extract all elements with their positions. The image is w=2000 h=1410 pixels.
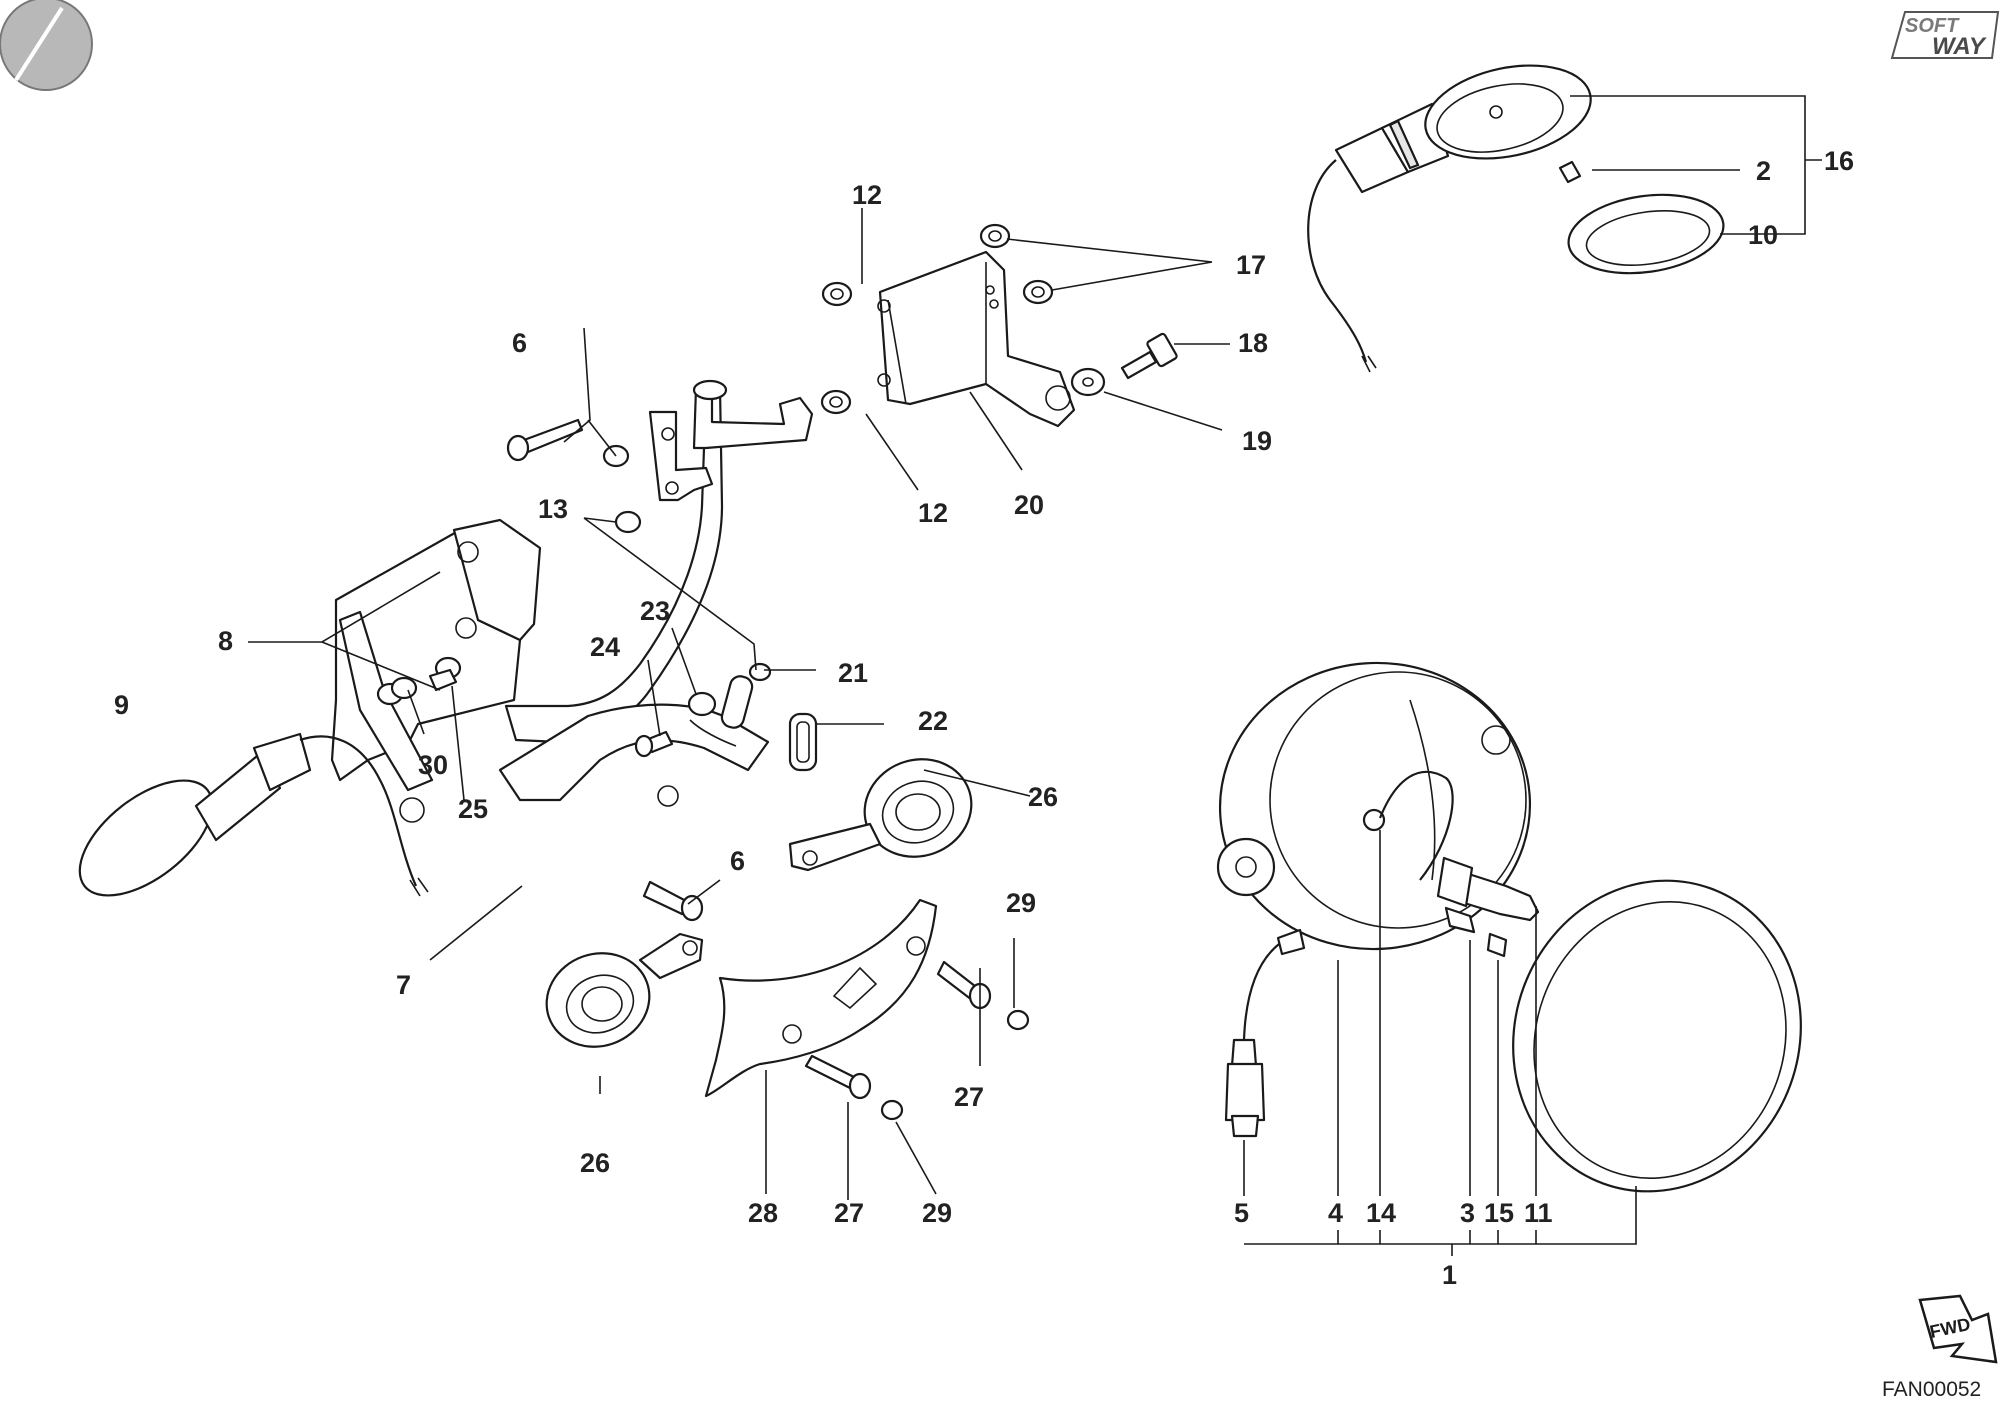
headlight-body-4 <box>1216 661 1532 951</box>
wiring-connector-5 <box>1224 928 1306 1138</box>
washer-19 <box>1070 367 1106 397</box>
callout-27-left: 27 <box>834 1198 864 1228</box>
callout-16: 16 <box>1824 146 1854 176</box>
callout-14: 14 <box>1366 1198 1396 1228</box>
callout-6-upper: 6 <box>512 328 527 358</box>
nut-29-right <box>1006 1009 1030 1031</box>
leaders-center <box>248 327 1031 1200</box>
cover-28 <box>704 898 938 1098</box>
leaders-upper-bracket <box>861 208 1230 491</box>
bolt-6-upper <box>506 418 584 462</box>
bulb-11 <box>1436 856 1540 922</box>
callout-18: 18 <box>1238 328 1268 358</box>
callout-2: 2 <box>1756 156 1771 186</box>
grommet-12-lower <box>820 389 852 415</box>
fwd-arrow-icon <box>1918 1294 1998 1364</box>
svg-text:SOFT: SOFT <box>1905 15 1960 37</box>
callout-25: 25 <box>458 794 488 824</box>
callout-15: 15 <box>1484 1198 1514 1228</box>
callout-30: 30 <box>418 750 448 780</box>
callout-29-right: 29 <box>1006 888 1036 918</box>
screw-27-right <box>936 960 992 1010</box>
bulb-2 <box>1558 160 1582 184</box>
bulb-15 <box>1486 932 1508 958</box>
callout-21: 21 <box>838 658 868 688</box>
screw-27-left <box>804 1054 872 1100</box>
horn-26-left <box>545 932 704 1048</box>
horn-26-right <box>788 758 973 872</box>
callout-5: 5 <box>1234 1198 1249 1228</box>
leaders-headlight <box>1243 830 1637 1256</box>
bracket-20 <box>877 250 1076 428</box>
svg-text:WAY: WAY <box>1932 33 1987 60</box>
callout-7: 7 <box>396 970 411 1000</box>
washer-30 <box>376 676 418 706</box>
callout-12-upper: 12 <box>852 180 882 210</box>
callout-10: 10 <box>1748 220 1778 250</box>
lens-10 <box>1567 193 1725 275</box>
headlight-stay-7 <box>498 379 814 807</box>
headlight-lens-glass <box>1512 879 1802 1193</box>
grommet-17-b <box>1022 279 1054 305</box>
drawing-code: FAN00052 <box>1882 1378 1981 1401</box>
callout-23: 23 <box>640 596 670 626</box>
bolt-24 <box>634 730 674 758</box>
corner-disc-icon <box>0 0 93 91</box>
turn-signal-assembly-right <box>1307 64 1592 373</box>
callout-4: 4 <box>1328 1198 1343 1228</box>
brand-logo: SOFT WAY <box>1890 11 2000 60</box>
grommet-17-a <box>979 223 1011 249</box>
callout-13: 13 <box>538 494 568 524</box>
bolt-25 <box>428 656 462 692</box>
turn-signal-assembly-left <box>78 732 429 897</box>
callout-28: 28 <box>748 1198 778 1228</box>
bolt-6-lower <box>642 880 704 922</box>
callout-19: 19 <box>1242 426 1272 456</box>
callout-27-right: 27 <box>954 1082 984 1112</box>
callout-3: 3 <box>1460 1198 1475 1228</box>
callout-24: 24 <box>590 632 620 662</box>
callout-6-lower: 6 <box>730 846 745 876</box>
grommet-13-b <box>614 510 642 534</box>
nut-23 <box>687 691 717 717</box>
callout-12-lower: 12 <box>918 498 948 528</box>
callout-26-right: 26 <box>1028 782 1058 812</box>
callout-8: 8 <box>218 626 233 656</box>
callout-9: 9 <box>114 690 129 720</box>
grommet-12-upper <box>821 281 853 307</box>
callout-22: 22 <box>918 706 948 736</box>
callout-17: 17 <box>1236 250 1266 280</box>
clip-22 <box>788 712 818 772</box>
nut-29-left <box>880 1099 904 1121</box>
callout-29-left: 29 <box>922 1198 952 1228</box>
leader-16 <box>1570 95 1822 235</box>
socket-3 <box>1444 906 1476 934</box>
clip-21 <box>720 662 772 729</box>
callout-11: 11 <box>1524 1198 1553 1228</box>
callout-20: 20 <box>1014 490 1044 520</box>
bolt-18 <box>1120 332 1178 380</box>
callout-1: 1 <box>1442 1260 1457 1290</box>
bulb-holder-14 <box>1362 770 1454 881</box>
callout-26-left: 26 <box>580 1148 610 1178</box>
